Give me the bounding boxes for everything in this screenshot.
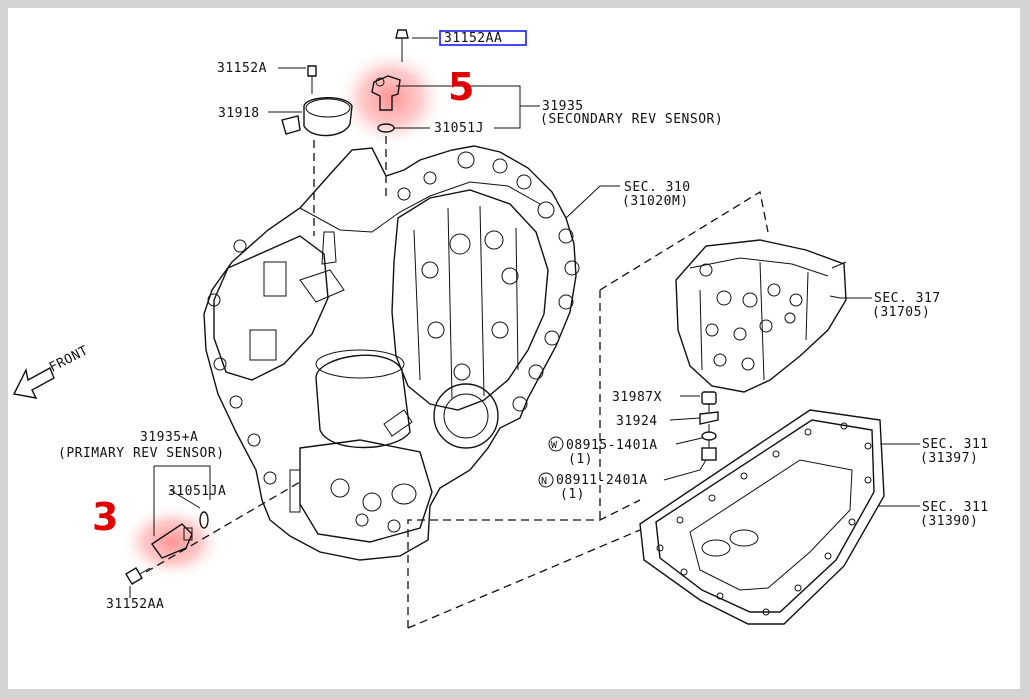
- valve-body-envelope: [599, 190, 769, 291]
- label-sec311-b-ref: (31390): [920, 514, 978, 529]
- label-sec310-ref: (31020M): [622, 194, 689, 209]
- label-sec311-a-ref: (31397): [920, 451, 978, 466]
- washer-marker-circle: [548, 436, 564, 452]
- pan-dash-bottom: [407, 499, 641, 628]
- callout-secondary: 5: [448, 65, 474, 109]
- label-oring-31051ja[interactable]: 31051JA: [168, 484, 226, 499]
- label-part-08915[interactable]: 08915-1401A: [566, 438, 658, 453]
- label-front: FRONT: [47, 343, 91, 375]
- label-sec310[interactable]: SEC. 310: [624, 180, 691, 195]
- front-arrow: [12, 367, 55, 399]
- label-part-31987x[interactable]: 31987X: [612, 390, 662, 405]
- primary-rev-sensor-assembly: [125, 511, 209, 585]
- nut-marker: N: [541, 476, 548, 487]
- secondary-sensor-highlight: [336, 48, 446, 148]
- callout-primary: 3: [92, 495, 118, 539]
- nut-marker-circle: [538, 472, 554, 488]
- label-bolt-top[interactable]: 31152AA: [444, 31, 502, 46]
- label-sensor-31935-desc: (SECONDARY REV SENSOR): [540, 112, 723, 127]
- cover-31918: [281, 65, 353, 236]
- label-sec317[interactable]: SEC. 317: [874, 291, 941, 306]
- oil-pan: [639, 409, 885, 625]
- label-sec317-ref: (31705): [872, 305, 930, 320]
- label-cover-31918[interactable]: 31918: [218, 106, 260, 121]
- washer-marker: W: [551, 440, 558, 451]
- label-part-08911-qty: (1): [560, 487, 585, 502]
- label-sensor-31935a[interactable]: 31935+A: [140, 430, 198, 445]
- label-sec311-b[interactable]: SEC. 311: [922, 500, 989, 515]
- primary-sensor-highlight: [120, 504, 224, 580]
- label-part-08915-qty: (1): [568, 452, 593, 467]
- label-bolt-bottom[interactable]: 31152AA: [106, 597, 164, 612]
- label-bolt-31152a[interactable]: 31152A: [217, 61, 267, 76]
- leader-lines: [129, 37, 920, 598]
- small-parts-stack: [699, 391, 719, 461]
- label-sensor-31935[interactable]: 31935: [542, 99, 584, 114]
- label-part-31924[interactable]: 31924: [616, 414, 658, 429]
- primary-sensor-dash: [145, 481, 301, 573]
- label-part-08911[interactable]: 08911-2401A: [556, 473, 648, 488]
- highlight-box[interactable]: [439, 30, 527, 46]
- label-oring-31051j[interactable]: 31051J: [434, 121, 484, 136]
- valve-body-sec317: [675, 239, 847, 393]
- label-sensor-31935a-desc: (PRIMARY REV SENSOR): [58, 446, 225, 461]
- transaxle-case: [203, 145, 580, 561]
- label-sec311-a[interactable]: SEC. 311: [922, 437, 989, 452]
